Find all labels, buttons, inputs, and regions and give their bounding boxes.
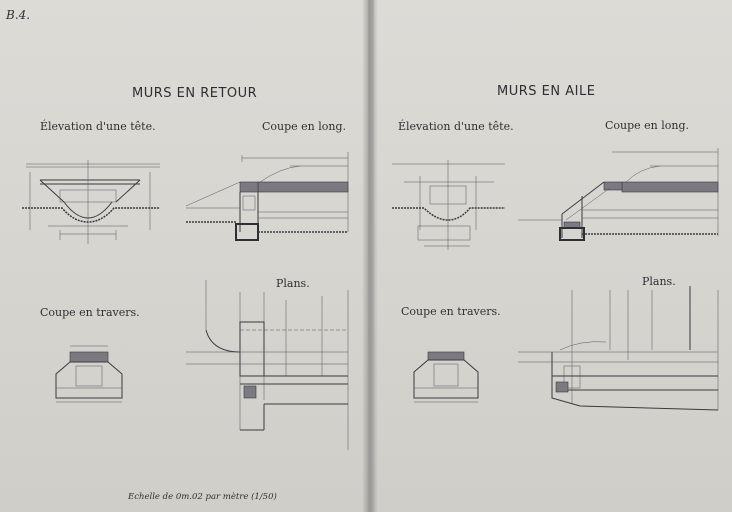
- right-plans-caption: Plans.: [642, 275, 676, 288]
- right-coupe-long-caption: Coupe en long.: [605, 119, 690, 132]
- book-gutter: [362, 0, 378, 512]
- left-plans-caption: Plans.: [276, 277, 310, 290]
- right-elevation-caption: Élevation d'une tête.: [398, 120, 514, 133]
- left-elevation-caption: Élevation d'une tête.: [40, 120, 156, 133]
- scale-note: Echelle de 0m.02 par mètre (1/50): [128, 492, 277, 502]
- right-plans-drawing: [518, 286, 719, 411]
- left-coupe-travers-caption: Coupe en travers.: [40, 306, 140, 319]
- left-elevation-drawing: [22, 160, 160, 244]
- right-coupe-travers-drawing: [413, 351, 479, 403]
- right-coupe-long-drawing: [518, 148, 719, 241]
- left-plans-drawing: [186, 280, 349, 450]
- left-coupe-long-caption: Coupe en long.: [262, 120, 347, 133]
- sheet-label: B.4.: [6, 8, 31, 22]
- right-coupe-travers-caption: Coupe en travers.: [401, 305, 501, 318]
- left-coupe-long-drawing: [185, 152, 349, 241]
- left-coupe-travers-drawing: [55, 345, 123, 403]
- right-elevation-drawing: [392, 160, 505, 250]
- right-title: MURS EN AILE: [497, 84, 596, 99]
- left-title: MURS EN RETOUR: [132, 86, 258, 101]
- left-page: [0, 0, 368, 512]
- right-page: [374, 0, 732, 512]
